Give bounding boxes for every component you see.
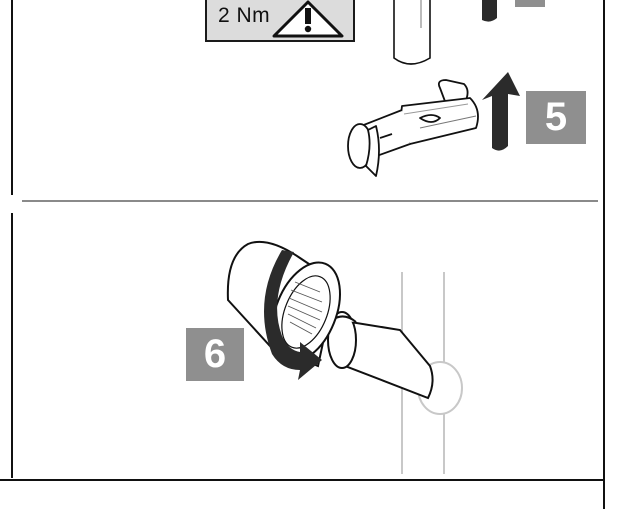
step-badge-top-partial [515,0,545,7]
up-arrow-icon [482,72,520,151]
rotate-arrow-icon [264,250,322,380]
step-badge-5: 5 [526,91,586,144]
step-number-6: 6 [203,332,227,376]
step-number-5: 5 [544,95,568,139]
torque-label: 2 Nm [218,4,271,27]
slider-holder [347,79,479,177]
up-arrow-icon-top [482,0,497,22]
step-badge-6: 6 [186,328,244,381]
threaded-nut [226,240,341,368]
rail-pipe-top [393,0,431,65]
warning-triangle-icon [272,0,344,38]
connector-arm [327,311,434,400]
